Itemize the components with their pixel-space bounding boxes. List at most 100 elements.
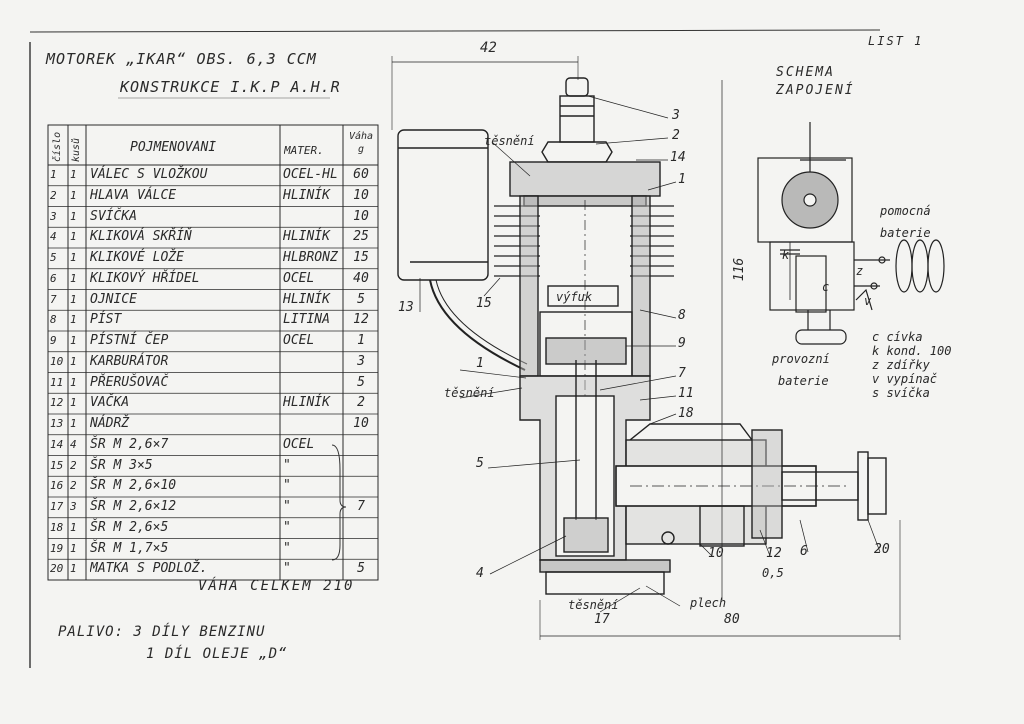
callout-3: 3 xyxy=(672,108,680,123)
table-cell-qty: 1 xyxy=(70,562,77,576)
table-cell-name: PÍSTNÍ ČEP xyxy=(90,333,169,348)
letter-c: c xyxy=(822,280,830,294)
callout-10: 10 xyxy=(708,546,724,561)
callout-18: 18 xyxy=(678,406,694,421)
schematic-title: SCHEMA ZAPOJENÍ xyxy=(776,64,855,100)
dim-42: 42 xyxy=(480,40,497,56)
table-cell-qty: 1 xyxy=(70,417,77,430)
run-battery-label-1: provozní xyxy=(772,352,830,366)
table-cell-wt: 10 xyxy=(353,187,369,203)
table-cell-qty: 1 xyxy=(70,168,77,181)
table-cell-name: ŠR M 3×5 xyxy=(90,457,153,473)
table-cell-no: 1 xyxy=(50,168,57,181)
callout-13: 13 xyxy=(398,300,414,315)
table-cell-wt xyxy=(346,518,376,539)
legend-item: s svíčka xyxy=(872,386,930,400)
table-cell-no: 8 xyxy=(50,313,57,327)
table-cell-no: 11 xyxy=(50,375,64,389)
table-cell-qty: 1 xyxy=(70,209,77,223)
table-cell-qty: 1 xyxy=(70,375,77,389)
table-cell-wt: 15 xyxy=(353,250,369,265)
table-cell-qty: 1 xyxy=(70,334,77,347)
table-cell-mat: LITINA xyxy=(283,312,330,328)
table-cell-name: MATKA S PODLOŽ. xyxy=(90,561,208,577)
table-cell-wt xyxy=(346,435,376,456)
table-cell-no: 4 xyxy=(50,230,57,244)
table-cell-mat: " xyxy=(283,478,291,494)
table-cell-wt: 2 xyxy=(357,395,365,411)
callout-12: 12 xyxy=(766,546,782,561)
table-cell-no: 13 xyxy=(50,417,64,430)
table-cell-no: 18 xyxy=(50,520,64,534)
table-cell-wt: 25 xyxy=(353,229,369,245)
callout-7: 7 xyxy=(678,366,686,381)
table-cell-no: 19 xyxy=(50,541,64,555)
aux-battery-label-1: pomocná xyxy=(880,204,931,218)
header-number: číslo xyxy=(52,131,63,162)
table-cell-name: HLAVA VÁLCE xyxy=(90,187,177,203)
table-cell-no: 16 xyxy=(50,479,64,493)
sheet-number: LIST 1 xyxy=(868,34,924,48)
legend-item: v vypínač xyxy=(872,372,938,386)
table-cell-qty: 1 xyxy=(70,541,77,555)
table-cell-no: 17 xyxy=(50,500,64,513)
table-cell-mat xyxy=(283,414,341,435)
table-cell-name: ŠR M 1,7×5 xyxy=(90,540,169,556)
table-cell-mat: " xyxy=(283,561,291,577)
table-cell-qty: 1 xyxy=(70,292,77,306)
header-weight: Váha g xyxy=(348,131,374,155)
label-exhaust: výfuk xyxy=(556,290,593,304)
wiring-schematic xyxy=(757,122,945,345)
table-cell-wt: 60 xyxy=(353,167,369,182)
table-cell-wt xyxy=(346,476,376,497)
table-cell-no: 2 xyxy=(50,188,57,202)
letter-v: v xyxy=(864,294,872,308)
callout-9: 9 xyxy=(678,336,686,351)
table-cell-mat xyxy=(283,207,341,228)
table-cell-no: 5 xyxy=(50,251,57,264)
dim-116: 116 xyxy=(732,257,748,282)
table-cell-wt: 5 xyxy=(357,561,365,577)
table-cell-qty: 1 xyxy=(70,520,77,534)
table-cell-no: 3 xyxy=(50,209,57,223)
table-cell-wt xyxy=(346,539,376,560)
table-cell-mat xyxy=(283,352,341,373)
table-cell-mat: " xyxy=(283,519,291,535)
table-cell-no: 6 xyxy=(50,271,57,285)
table-cell-name: PŘERUŠOVAČ xyxy=(90,374,169,390)
table-cell-name: NÁDRŽ xyxy=(90,416,130,431)
aux-battery-label-2: baterie xyxy=(880,226,931,240)
table-cell-mat: " xyxy=(283,540,291,556)
label-seal-mid: těsnění xyxy=(444,386,495,400)
legend-item: k kond. 10000 cm xyxy=(872,344,952,358)
header-name: POJMENOVÁNÍ xyxy=(130,140,217,155)
table-cell-name: KLIKOVÁ SKŘÍŇ xyxy=(90,229,192,245)
fuel-line-2: 1 DÍL OLEJE „D“ xyxy=(146,646,288,662)
table-cell-no: 10 xyxy=(50,354,64,368)
callout-5: 5 xyxy=(476,456,484,471)
table-cell-mat: HLBRONZ xyxy=(283,250,338,265)
table-cell-name: ŠR M 2,6×10 xyxy=(90,478,177,494)
drawing-subtitle: KONSTRUKCE I.K.P A.H.R xyxy=(120,78,341,96)
table-cell-name: ŠR M 2,6×5 xyxy=(90,519,169,535)
table-cell-mat: OCEL xyxy=(283,270,315,286)
callout-11: 11 xyxy=(678,386,694,401)
table-cell-name: ŠR M 2,6×12 xyxy=(90,499,177,514)
table-cell-wt xyxy=(346,456,376,477)
table-cell-mat: " xyxy=(283,457,291,473)
table-cell-mat: OCEL xyxy=(283,333,315,348)
table-cell-mat: HLINÍK xyxy=(283,187,330,203)
callout-1: 1 xyxy=(476,356,484,371)
table-cell-name: ŠR M 2,6×7 xyxy=(90,436,169,452)
legend-item: c cívka xyxy=(872,330,923,344)
table-cell-qty: 1 xyxy=(70,396,77,410)
table-cell-wt: 5 xyxy=(357,291,365,307)
table-cell-mat: OCEL xyxy=(283,436,315,452)
table-cell-no: 15 xyxy=(50,458,64,472)
callout-15: 15 xyxy=(476,296,492,311)
table-cell-qty: 2 xyxy=(70,479,77,493)
table-cell-wt: 7 xyxy=(357,499,365,514)
engine-section xyxy=(391,56,901,640)
